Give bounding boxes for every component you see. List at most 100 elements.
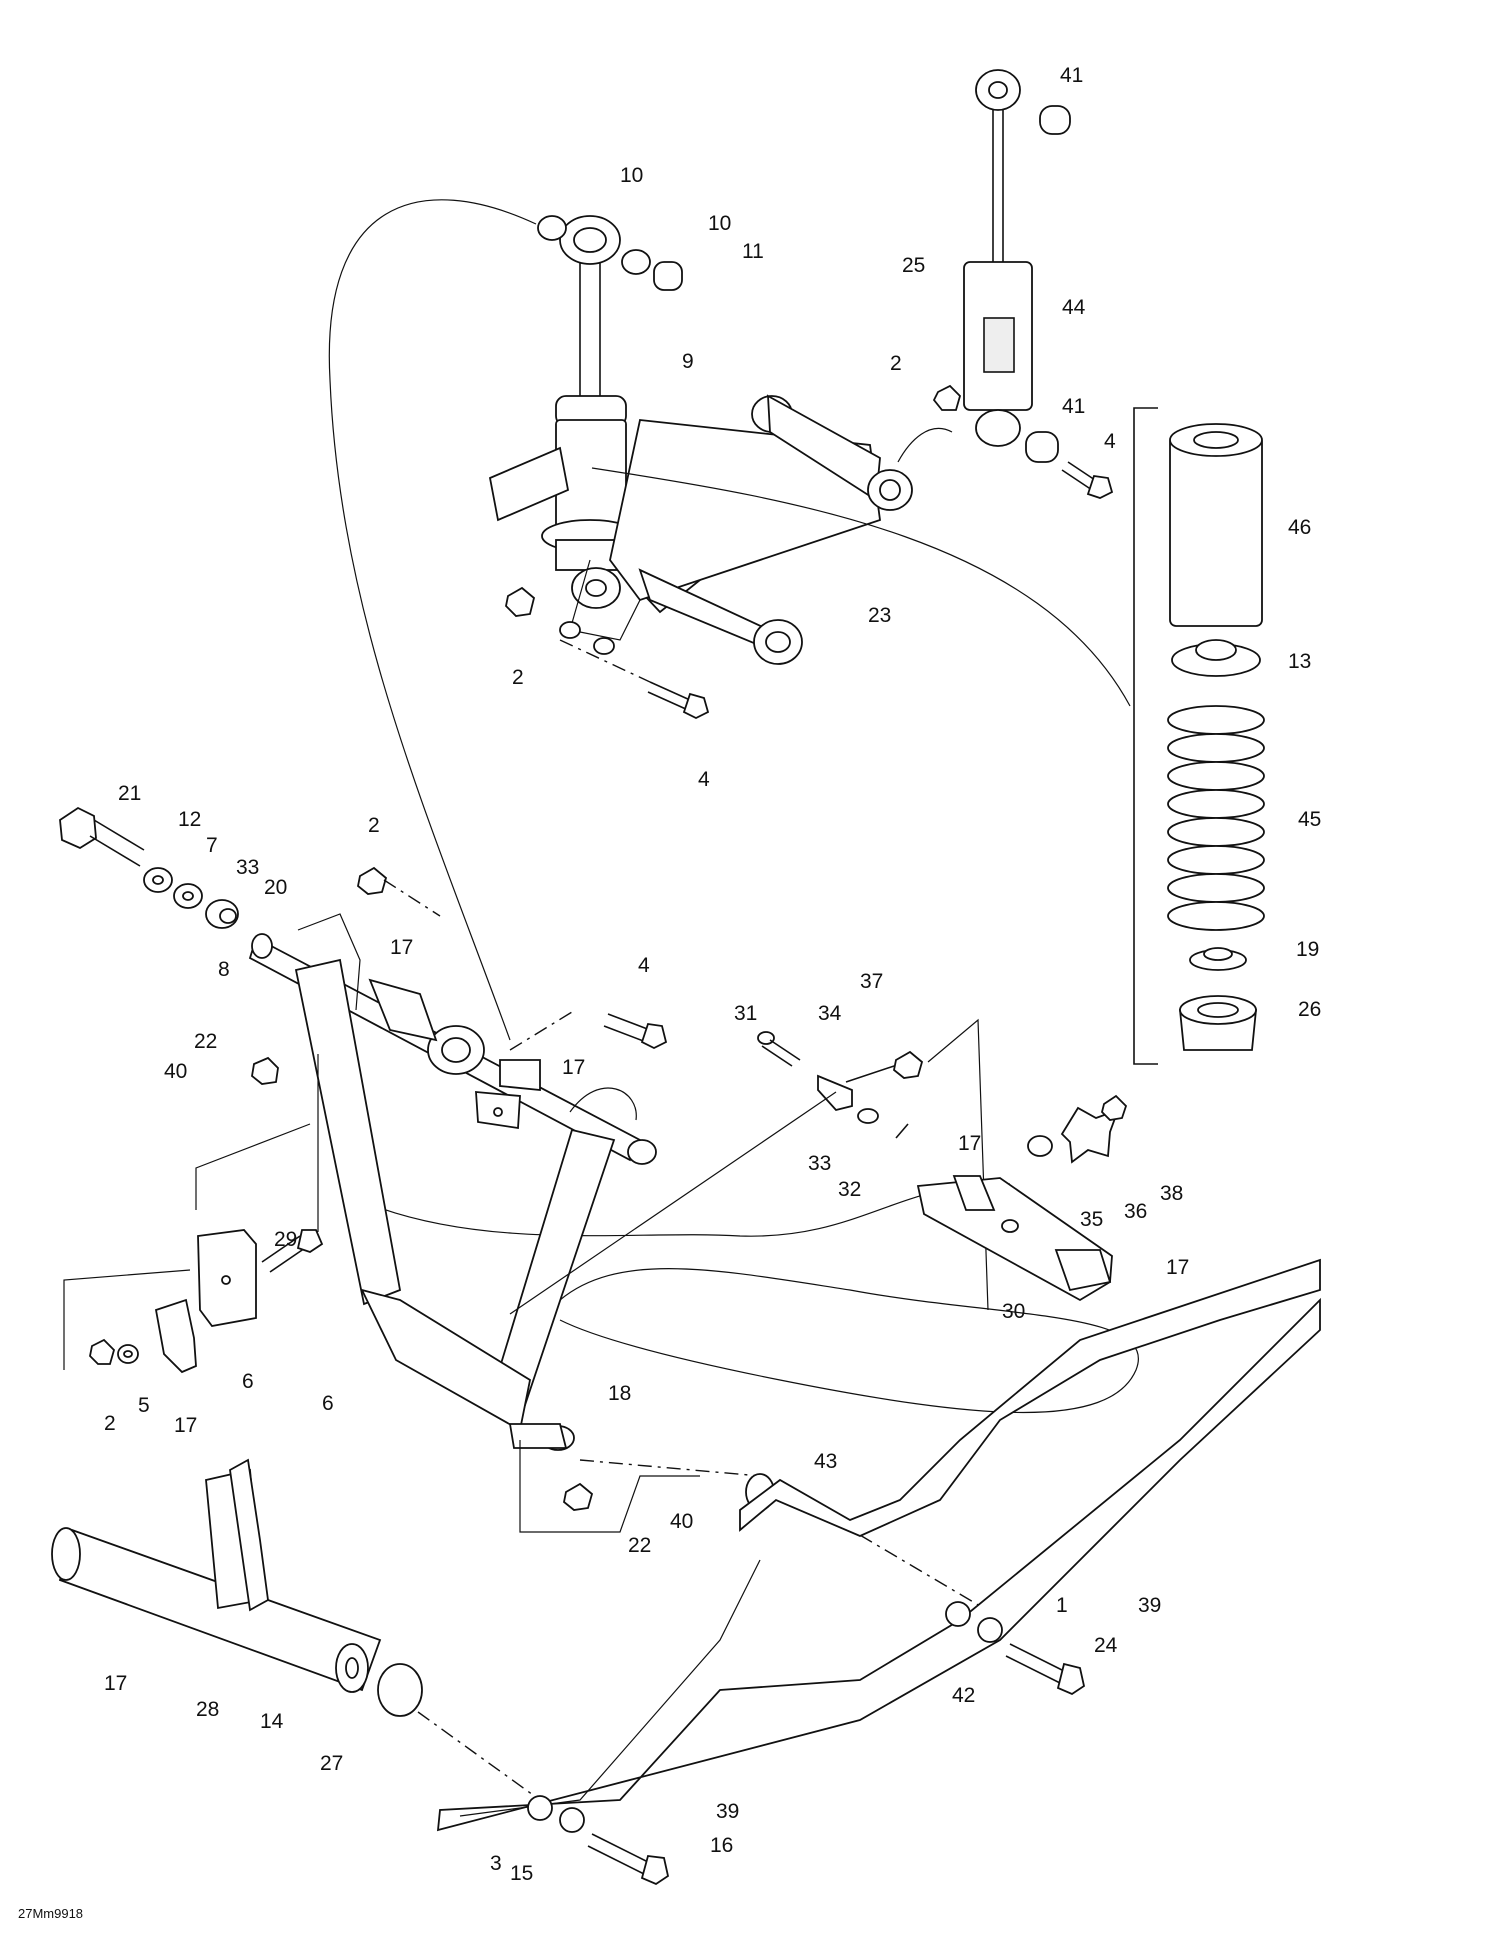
callout-c-9: 9: [682, 350, 694, 373]
spacer-11: [653, 261, 683, 291]
callout-c-10a: 10: [620, 164, 643, 187]
callout-c-31: 31: [734, 1002, 757, 1025]
callout-c-5: 5: [138, 1394, 150, 1417]
dash-nut-2-aarm: [383, 879, 441, 917]
bushing-41-top: [1039, 105, 1071, 135]
pin-31: [757, 1031, 801, 1067]
callout-c-30: 30: [1002, 1300, 1025, 1323]
callout-c-32: 32: [838, 1178, 861, 1201]
callout-c-37: 37: [860, 970, 883, 993]
spring-retainer-19: [1189, 947, 1247, 971]
spring-cover-46: [1169, 423, 1263, 627]
callout-c-3: 3: [490, 1852, 502, 1875]
callout-c-41b: 41: [1062, 395, 1085, 418]
callout-c-4b: 4: [698, 768, 710, 791]
nut-2-center: [505, 586, 536, 617]
callout-c-17c: 17: [958, 1132, 981, 1155]
shock-absorber-25: [963, 69, 1033, 447]
spring-seat-13: [1171, 639, 1261, 677]
callout-c-16: 16: [710, 1834, 733, 1857]
spacer-27: [377, 1663, 423, 1717]
callout-c-27: 27: [320, 1752, 343, 1775]
callout-c-1: 1: [1056, 1594, 1068, 1617]
callout-c-15: 15: [510, 1862, 533, 1885]
callout-c-21: 21: [118, 782, 141, 805]
callout-c-40b: 40: [670, 1510, 693, 1533]
callout-c-38: 38: [1160, 1182, 1183, 1205]
callout-c-23: 23: [868, 604, 891, 627]
washer-15: [559, 1807, 585, 1833]
a-arm-6: [248, 913, 657, 1451]
callout-c-2d: 2: [104, 1412, 116, 1435]
bolt-4-center: [559, 639, 710, 720]
callout-c-35: 35: [1080, 1208, 1103, 1231]
bracket-arm-center: [475, 1091, 521, 1130]
callout-c-25: 25: [902, 254, 925, 277]
callout-c-7: 7: [206, 834, 218, 857]
callout-c-36: 36: [1124, 1200, 1147, 1223]
nut-2-upper-right: [932, 384, 962, 411]
bracket-17-lower-left: [154, 1298, 197, 1374]
nut-38: [1101, 1094, 1128, 1121]
bushing-10-left: [537, 215, 567, 241]
callout-c-6b: 6: [322, 1392, 334, 1415]
axle-end-14: [335, 1643, 369, 1693]
callout-c-22a: 22: [194, 1030, 217, 1053]
cross-shaft-23: [488, 394, 913, 665]
callout-c-42: 42: [952, 1684, 975, 1707]
washer-42: [945, 1601, 971, 1627]
callout-c-28: 28: [196, 1698, 219, 1721]
callout-c-39b: 39: [716, 1800, 739, 1823]
bolt-4-upper-right: [1061, 461, 1114, 499]
cotter-pin-32: [895, 1123, 909, 1139]
callout-c-19: 19: [1296, 938, 1319, 961]
callout-c-24: 24: [1094, 1634, 1118, 1657]
callout-c-17f: 17: [104, 1672, 127, 1695]
washer-35: [1027, 1135, 1053, 1157]
connector-curves: [328, 199, 1139, 1414]
callout-c-11: 11: [742, 240, 764, 263]
callout-c-44: 44: [1062, 296, 1086, 319]
slider-30: [916, 1175, 1113, 1302]
bracket-spring-assembly: [1133, 407, 1158, 1065]
callout-c-17e: 17: [174, 1414, 197, 1437]
nut-2-aarm: [357, 866, 388, 895]
bushing-10-right: [621, 249, 651, 275]
callout-c-40a: 40: [164, 1060, 187, 1083]
bolt-4-aarm: [603, 1013, 668, 1050]
callout-c-4a: 4: [1104, 430, 1116, 453]
nut-37: [893, 1050, 924, 1079]
callout-c-10b: 10: [708, 212, 731, 235]
bushing-41-bottom: [1025, 431, 1059, 463]
bolt-21: [59, 806, 145, 867]
bushing-20: [205, 899, 239, 929]
callout-c-33a: 33: [236, 856, 259, 879]
washer-7: [143, 867, 173, 893]
callout-c-6a: 6: [242, 1370, 254, 1393]
callout-c-26: 26: [1298, 998, 1321, 1021]
callout-c-17b: 17: [562, 1056, 585, 1079]
callout-c-17d: 17: [1166, 1256, 1189, 1279]
bolt-29: [261, 1229, 324, 1273]
adjuster-ring-26: [1179, 995, 1257, 1051]
callout-c-29: 29: [274, 1228, 297, 1251]
dash-bolt-4-aarm: [509, 1011, 573, 1051]
washer-5: [117, 1344, 139, 1364]
washer-33-left: [173, 883, 203, 909]
callout-c-34: 34: [818, 1002, 842, 1025]
nut-22-lower: [563, 1482, 594, 1511]
callout-c-18: 18: [608, 1382, 631, 1405]
axle-28: [51, 1527, 382, 1692]
callout-c-4c: 4: [638, 954, 650, 977]
nut-2-lower-left: [89, 1338, 116, 1365]
callout-c-12: 12: [178, 808, 201, 831]
knob-36: [1060, 1106, 1120, 1164]
bracket-17-aarm-right: [499, 1059, 541, 1091]
callout-c-46: 46: [1288, 516, 1311, 539]
callout-c-33b: 33: [808, 1152, 831, 1175]
washer-33-right: [857, 1108, 879, 1124]
callout-c-20: 20: [264, 876, 287, 899]
washer-1: [977, 1617, 1003, 1643]
